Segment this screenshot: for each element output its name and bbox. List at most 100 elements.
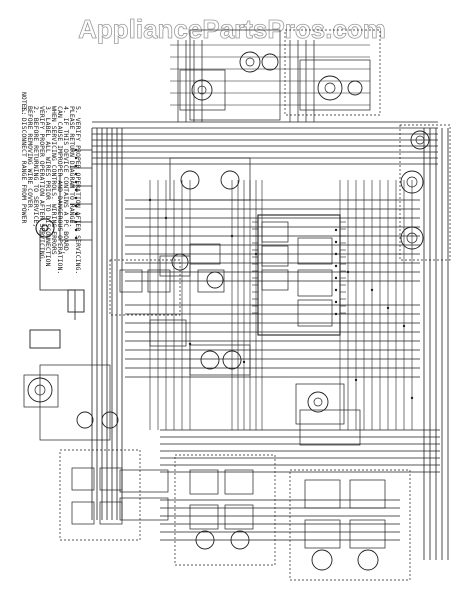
note-line: 3. LABEL ALL WIRES PRIOR TO DISCONNECTIO… (44, 106, 52, 267)
component-box (169, 157, 251, 201)
component-box (189, 29, 281, 121)
terminal-dot (410, 396, 414, 400)
element-circle (197, 85, 207, 95)
element-circle (415, 135, 425, 145)
component-box (23, 374, 59, 408)
note-line: BEFORE REMOVING WIRE COVER. (26, 106, 34, 212)
terminal-dot (74, 204, 78, 208)
component-box (261, 245, 289, 267)
element-circle (313, 397, 323, 407)
component-box (297, 269, 333, 297)
switch-housing (399, 124, 451, 261)
terminal-dot (334, 288, 338, 292)
element-circle (406, 176, 418, 188)
element-circle (230, 530, 250, 550)
switch-housing (109, 259, 181, 316)
component-box (189, 504, 219, 530)
terminal-dot (334, 240, 338, 244)
component-box (224, 469, 254, 495)
component-box (71, 501, 95, 525)
component-box (189, 344, 251, 376)
component-box (299, 59, 371, 111)
note-line: PLEASE RETURN DIAGRAM TO RANGE. (68, 106, 76, 227)
component-layer (23, 29, 451, 581)
terminal-dot (402, 324, 406, 328)
terminal-dot (334, 312, 338, 316)
element-circle (76, 411, 94, 429)
notes-heading: NOTES: (20, 92, 28, 115)
element-circle (245, 57, 255, 67)
element-circle (222, 350, 242, 370)
terminal-dot (74, 196, 78, 200)
element-circle (347, 80, 363, 96)
terminal-dot (334, 252, 338, 256)
watermark-text: AppliancePartsPros.com (78, 14, 386, 44)
component-box (29, 329, 61, 349)
component-box (224, 504, 254, 530)
terminal-dot (164, 216, 168, 220)
wire (39, 230, 76, 320)
element-circle (101, 411, 119, 429)
switch-housing (59, 449, 141, 541)
terminal-dot (74, 228, 78, 232)
component-box (299, 409, 361, 446)
element-circle (191, 79, 213, 101)
terminal-dot (346, 270, 350, 274)
switch-housing (284, 29, 381, 116)
terminal-dot (74, 148, 78, 152)
terminal-dot (74, 172, 78, 176)
terminal-dot (74, 164, 78, 168)
component-box (349, 479, 386, 509)
terminal-dot (148, 198, 152, 202)
component-box (99, 467, 123, 491)
component-box (159, 255, 191, 277)
component-box (119, 269, 143, 293)
terminal-dot (74, 180, 78, 184)
element-circle (195, 530, 215, 550)
component-box (67, 289, 85, 313)
switch-housing (289, 469, 411, 581)
terminal-dot (386, 306, 390, 310)
component-box (179, 69, 226, 111)
element-circle (406, 232, 418, 244)
component-box (197, 269, 225, 293)
note-line: VERIFY PROPER OPERATION AFTER SERVICING. (38, 106, 46, 263)
element-circle (311, 549, 333, 571)
element-circle (239, 51, 261, 73)
terminal-dot (74, 188, 78, 192)
component-box (147, 269, 171, 293)
terminal-dot (230, 234, 234, 238)
terminal-dot (74, 236, 78, 240)
terminal-dot (74, 156, 78, 160)
element-circle (180, 170, 200, 190)
note-line: 1. DISCONNECT RANGE FROM POWER (20, 106, 28, 223)
element-circle (261, 53, 279, 71)
element-circle (307, 391, 329, 413)
switch-housing (174, 454, 276, 566)
note-line: 5. VERIFY PROPER OPERATION AFTER SERVICI… (74, 106, 82, 274)
terminal-dot (334, 228, 338, 232)
wire-layer (39, 40, 449, 560)
component-box (39, 364, 111, 441)
note-line: WHEN SERVICING CONTROLS. WIRING ERRORS (50, 106, 58, 255)
element-circle (410, 130, 430, 150)
element-circle (206, 271, 224, 289)
terminal-dot (334, 264, 338, 268)
terminal-dot (74, 220, 78, 224)
element-circle (41, 224, 49, 232)
component-box (297, 237, 333, 265)
terminal-dot (188, 342, 192, 346)
element-circle (35, 218, 55, 238)
component-box (257, 214, 341, 336)
element-circle (357, 549, 379, 571)
component-box (349, 519, 386, 549)
element-circle (200, 350, 220, 370)
element-circle (400, 170, 424, 194)
component-box (189, 469, 219, 495)
element-circle (400, 226, 424, 250)
element-circle (317, 75, 343, 101)
component-box (189, 243, 221, 265)
component-box (304, 519, 341, 549)
component-box (261, 221, 289, 243)
